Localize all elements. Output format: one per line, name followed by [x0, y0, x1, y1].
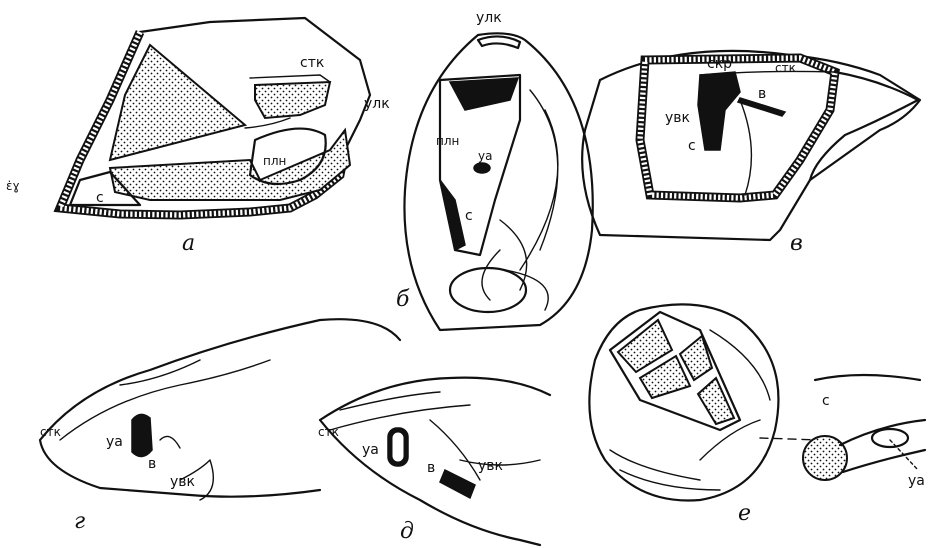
panel-b-label-ua: уа	[478, 149, 492, 163]
panel-a-label-s: с	[96, 190, 104, 206]
panel-g-label-v: в	[148, 456, 156, 472]
panel-e-shell-outline	[589, 304, 778, 500]
panel-b-ua-dot	[474, 163, 490, 173]
panel-d-label-v: в	[427, 460, 435, 476]
panel-v-label-s: с	[688, 138, 696, 154]
panel-v-skr-black	[698, 72, 740, 150]
panel-a-label-pln: плн	[263, 154, 286, 168]
panel-v-label-stk: стк	[775, 61, 796, 75]
panel-e-label-ua: уа	[908, 473, 925, 489]
panel-g-letter: г	[74, 509, 85, 534]
panel-v-label-skr: скр	[707, 56, 732, 72]
panel-b-black-region-bottom	[440, 180, 465, 250]
panel-b-label-ulk: улк	[476, 10, 502, 26]
panel-b-outer-outline	[404, 33, 592, 330]
panel-d-letter: д	[400, 519, 414, 544]
panel-a-pln-region	[255, 82, 330, 118]
panel-b-letter: б	[396, 287, 410, 312]
panel-d-ua-inner	[392, 432, 404, 462]
panel-a: стк улк плн с а ɛ̇ɣ	[6, 18, 390, 256]
panel-g-ua-black	[132, 414, 152, 456]
panel-b-label-s: с	[465, 208, 473, 224]
panel-v-label-v: в	[758, 86, 766, 102]
panel-g-inner-lines	[60, 360, 270, 500]
panel-g: стк уа в увк г	[40, 319, 400, 534]
panel-b: улк плн уа с б	[396, 10, 593, 330]
panel-g-v-stroke	[160, 436, 180, 448]
panel-a-label-ulk: улк	[364, 96, 390, 112]
panel-g-label-ua: уа	[106, 434, 123, 450]
panel-e: с уа е	[589, 304, 925, 526]
stray-mark: ɛ̇ɣ	[6, 179, 20, 193]
panel-d: стк уа в увк д	[318, 378, 550, 545]
panel-e-label-s: с	[822, 393, 830, 409]
panel-b-label-pln: плн	[436, 134, 459, 148]
panel-v: скр стк увк в с в	[582, 51, 920, 256]
panel-e-tube-opening	[872, 429, 908, 447]
panel-e-dotted-bulb	[803, 436, 847, 480]
panel-a-label-stk: стк	[300, 55, 324, 71]
panel-e-window-cell-4	[698, 378, 734, 424]
panel-a-letter: а	[182, 231, 195, 256]
panel-d-uvk-black	[440, 470, 475, 498]
panel-g-label-uvk: увк	[170, 474, 195, 490]
panel-b-bottom-ring	[450, 268, 526, 312]
panel-d-label-stk: стк	[318, 425, 339, 439]
panel-v-letter: в	[790, 231, 803, 256]
panel-d-label-uvk: увк	[478, 458, 503, 474]
panel-e-dashed-connector	[760, 438, 820, 440]
panel-d-label-ua: уа	[362, 442, 379, 458]
panel-b-black-region-top	[450, 78, 518, 110]
panel-e-letter: е	[738, 501, 751, 526]
panel-b-top-rim	[478, 36, 520, 48]
panel-v-label-uvk: увк	[665, 110, 690, 126]
panel-g-label-stk: стк	[40, 425, 61, 439]
